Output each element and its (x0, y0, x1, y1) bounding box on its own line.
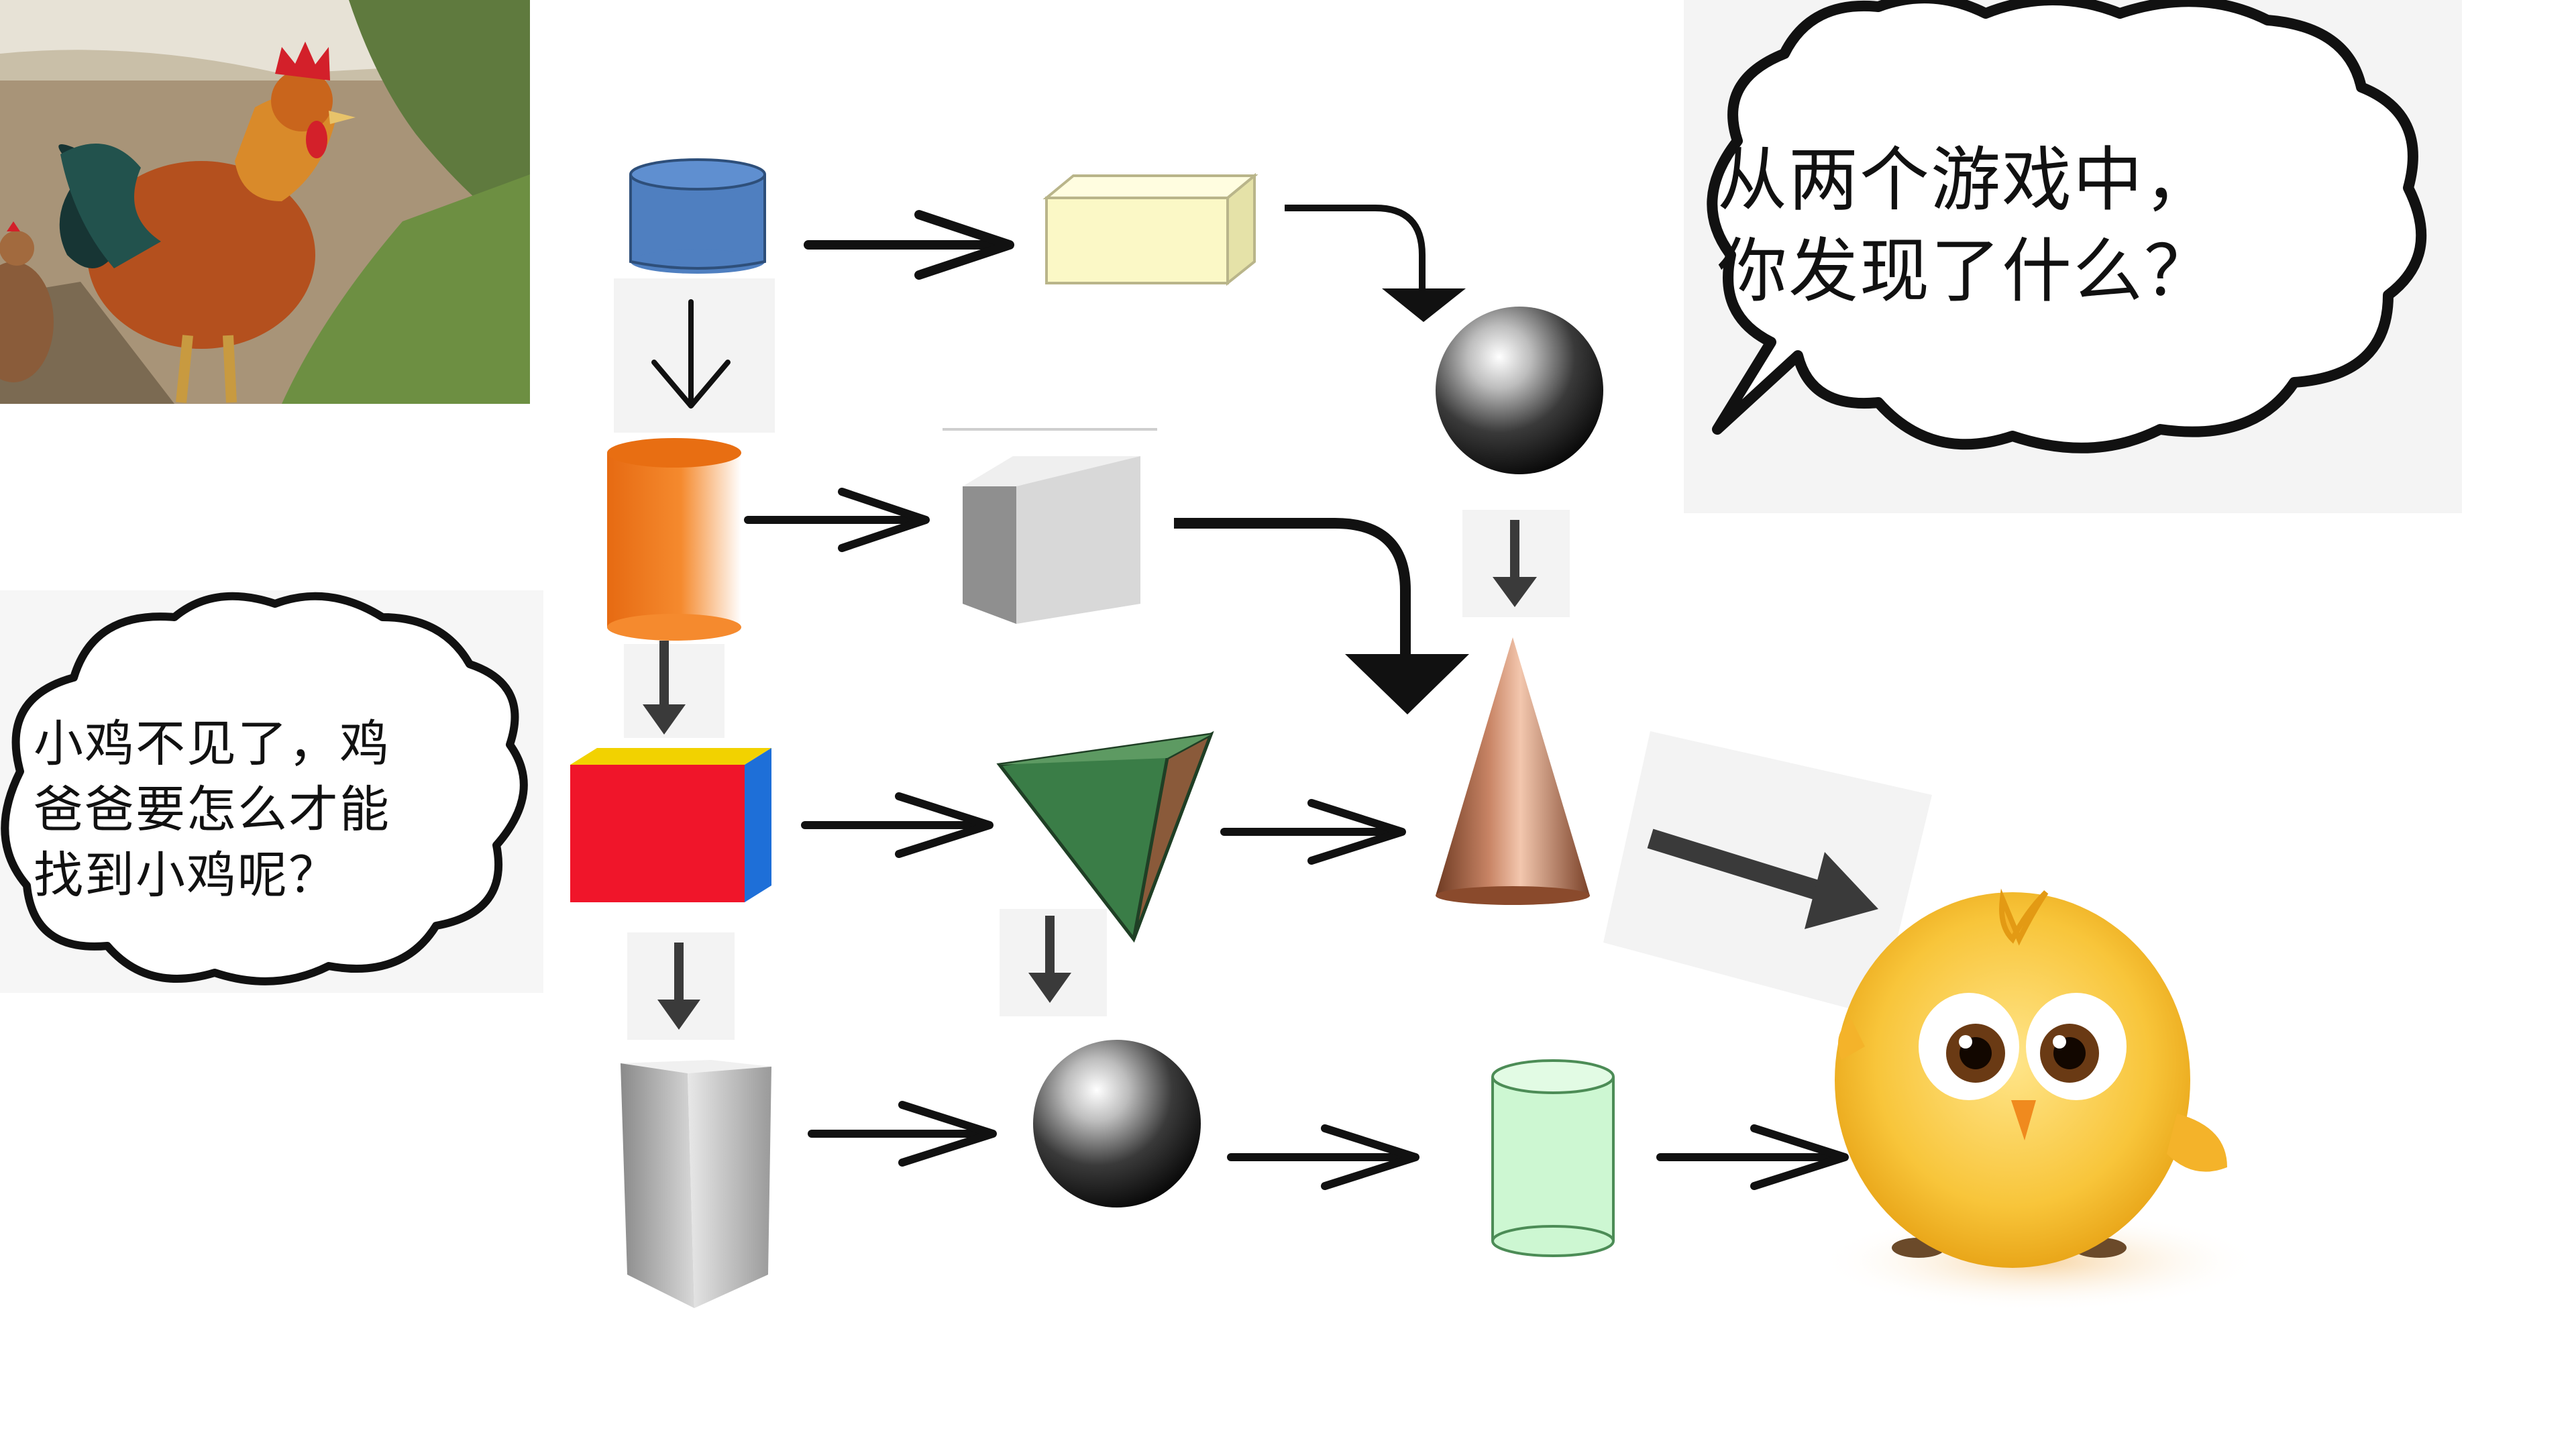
black-sphere-2 (1033, 1040, 1201, 1208)
chick-picture (1818, 892, 2261, 1311)
arrow-right (1660, 1128, 1845, 1186)
arrow-right (812, 1105, 993, 1163)
bubble-left-line-1: 小鸡不见了，鸡 (34, 711, 390, 777)
arrow-right (1231, 1128, 1415, 1186)
cloud-text-left-holder: 小鸡不见了，鸡 爸爸要怎么才能 找到小鸡呢？ (34, 711, 517, 926)
orange-cylinder (607, 438, 741, 641)
gray-prism (621, 1060, 771, 1308)
cloud-text-top-right-holder: 从两个游戏中， 你发现了什么？ (1717, 134, 2321, 335)
cloud-text-top-right: 从两个游戏中， 你发现了什么？ (1717, 134, 2215, 317)
cloud-text-left: 小鸡不见了，鸡 爸爸要怎么才能 找到小鸡呢？ (34, 711, 390, 908)
arrow-curve-big (1174, 523, 1469, 714)
rooster-picture (0, 0, 530, 404)
arrow-right (748, 492, 926, 548)
copper-cone (1436, 637, 1590, 905)
arrow-backdrop (614, 278, 775, 433)
colored-cube (570, 748, 771, 902)
yellow-cuboid (1046, 176, 1254, 283)
gray-cube (943, 429, 1157, 624)
arrow-backdrop (624, 644, 724, 738)
blue-cylinder (631, 160, 765, 274)
bubble-top-right-line-1: 从两个游戏中， (1717, 134, 2215, 225)
green-pyramid (1000, 735, 1211, 939)
bubble-left-line-3: 找到小鸡呢？ (34, 843, 390, 908)
arrow-right (808, 215, 1010, 275)
bubble-left-line-2: 爸爸要怎么才能 (34, 777, 390, 843)
arrow-curve-down (1285, 208, 1466, 322)
green-cylinder (1493, 1061, 1613, 1256)
arrow-right (805, 796, 989, 854)
bubble-top-right-line-2: 你发现了什么？ (1717, 225, 2215, 317)
arrow-right (1224, 803, 1402, 861)
black-sphere (1436, 307, 1603, 474)
